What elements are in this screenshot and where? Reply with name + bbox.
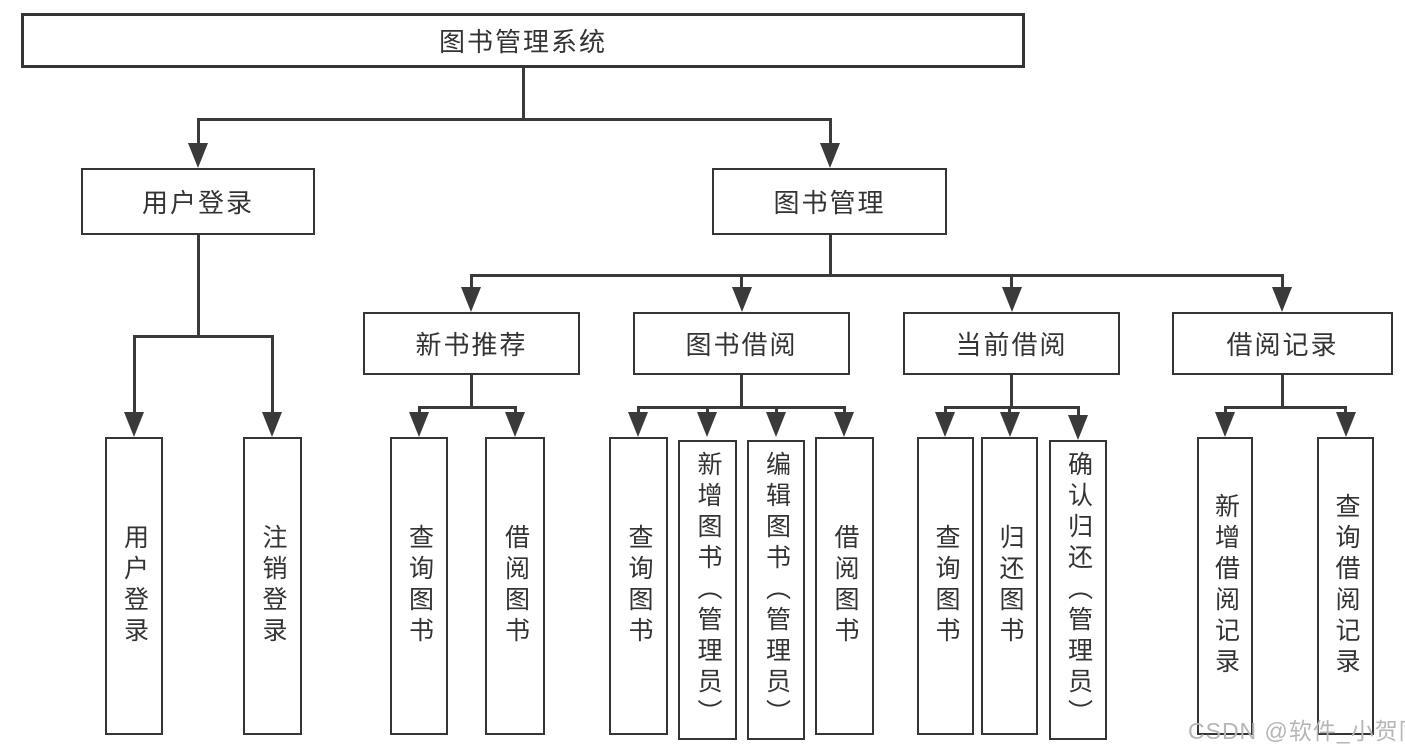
arrow-down-icon (935, 412, 955, 437)
node-label: 编辑图书（管理员） (762, 450, 791, 730)
connector-line (196, 235, 200, 335)
node-label: 查询图书 (405, 524, 434, 648)
node-query-books-current: 查询图书 (917, 437, 974, 735)
connector-line (270, 335, 274, 420)
node-label: 查询图书 (932, 524, 960, 648)
node-label: 借阅记录 (1226, 330, 1339, 360)
arrow-down-icon (1335, 412, 1356, 437)
arrow-down-icon (820, 143, 840, 168)
arrow-down-icon (124, 412, 144, 437)
node-label: 图书管理 (773, 188, 886, 218)
node-user-login: 用户登录 (81, 168, 315, 235)
connector-line (828, 118, 832, 158)
arrow-down-icon (262, 412, 282, 437)
connector-line (636, 406, 846, 409)
node-return-books: 归还图书 (981, 437, 1038, 735)
connector-line (132, 335, 274, 338)
arrow-down-icon (766, 412, 786, 437)
node-edit-books-admin: 编辑图书（管理员） (747, 440, 805, 740)
node-label: 归还图书 (996, 524, 1024, 648)
node-label: 注销登录 (259, 524, 287, 648)
arrow-down-icon (188, 143, 208, 168)
node-user-login-leaf: 用户登录 (105, 437, 163, 735)
connector-line (1010, 375, 1013, 409)
arrow-down-icon (409, 412, 429, 437)
watermark: CSDN @软件_小贺同学 (1188, 718, 1405, 744)
node-add-books-admin: 新增图书（管理员） (678, 440, 737, 740)
connector-line (943, 406, 1080, 409)
node-confirm-return-admin: 确认归还（管理员） (1049, 440, 1107, 740)
node-label: 借阅图书 (501, 524, 530, 648)
node-logout: 注销登录 (243, 437, 302, 735)
node-add-borrow-record: 新增借阅记录 (1197, 437, 1253, 735)
arrow-down-icon (834, 412, 854, 437)
node-book-management: 图书管理 (712, 168, 947, 235)
node-library-management-system: 图书管理系统 (21, 13, 1025, 68)
arrow-down-icon (731, 287, 752, 312)
node-current-borrowing: 当前借阅 (903, 312, 1120, 375)
connector-line (417, 406, 517, 409)
connector-line (469, 375, 473, 409)
node-book-borrowing: 图书借阅 (633, 312, 850, 375)
node-label: 查询图书 (625, 524, 653, 648)
connector-line (1280, 375, 1284, 409)
arrow-down-icon (999, 412, 1020, 437)
node-label: 确认归还（管理员） (1064, 450, 1093, 730)
arrow-down-icon (1272, 287, 1292, 312)
connector-line (740, 375, 743, 409)
connector-line (469, 274, 1284, 277)
node-label: 用户登录 (141, 188, 254, 218)
connector-line (196, 118, 200, 158)
connector-line (132, 335, 136, 420)
node-query-borrow-record: 查询借阅记录 (1317, 437, 1374, 735)
node-label: 图书管理系统 (438, 27, 607, 57)
connector-line (196, 118, 832, 121)
connector-line (828, 235, 832, 277)
node-query-books-recommend: 查询图书 (390, 437, 448, 735)
node-borrow-books-leaf: 借阅图书 (815, 437, 874, 735)
node-borrowing-records: 借阅记录 (1172, 312, 1393, 375)
arrow-down-icon (1001, 287, 1022, 312)
node-label: 当前借阅 (955, 330, 1068, 360)
connector-line (1223, 406, 1347, 409)
node-label: 用户登录 (120, 524, 149, 648)
arrow-down-icon (461, 287, 481, 312)
node-label: 图书借阅 (685, 330, 798, 360)
node-label: 查询借阅记录 (1332, 493, 1360, 679)
arrow-down-icon (628, 412, 648, 437)
node-label: 新书推荐 (415, 330, 528, 360)
node-new-book-recommendation: 新书推荐 (363, 312, 580, 375)
node-label: 借阅图书 (831, 524, 859, 648)
arrow-down-icon (1215, 412, 1235, 437)
connector-line (521, 68, 525, 118)
node-borrow-books-recommend: 借阅图书 (485, 437, 545, 735)
node-query-books-borrowing: 查询图书 (609, 437, 668, 735)
node-label: 新增图书（管理员） (694, 450, 722, 730)
arrow-down-icon (505, 412, 525, 437)
arrow-down-icon (697, 412, 717, 437)
node-label: 新增借阅记录 (1211, 493, 1240, 679)
arrow-down-icon (1068, 415, 1088, 440)
